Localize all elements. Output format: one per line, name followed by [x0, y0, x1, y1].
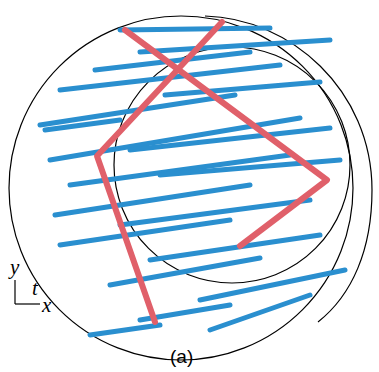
- axis-label: x: [42, 295, 51, 316]
- red-path: [97, 22, 327, 322]
- blue-segments: [40, 28, 345, 335]
- front-face: [9, 16, 353, 360]
- panel-label: (a): [170, 347, 193, 366]
- axis-label: y: [10, 257, 19, 278]
- axis-label: t: [32, 278, 38, 299]
